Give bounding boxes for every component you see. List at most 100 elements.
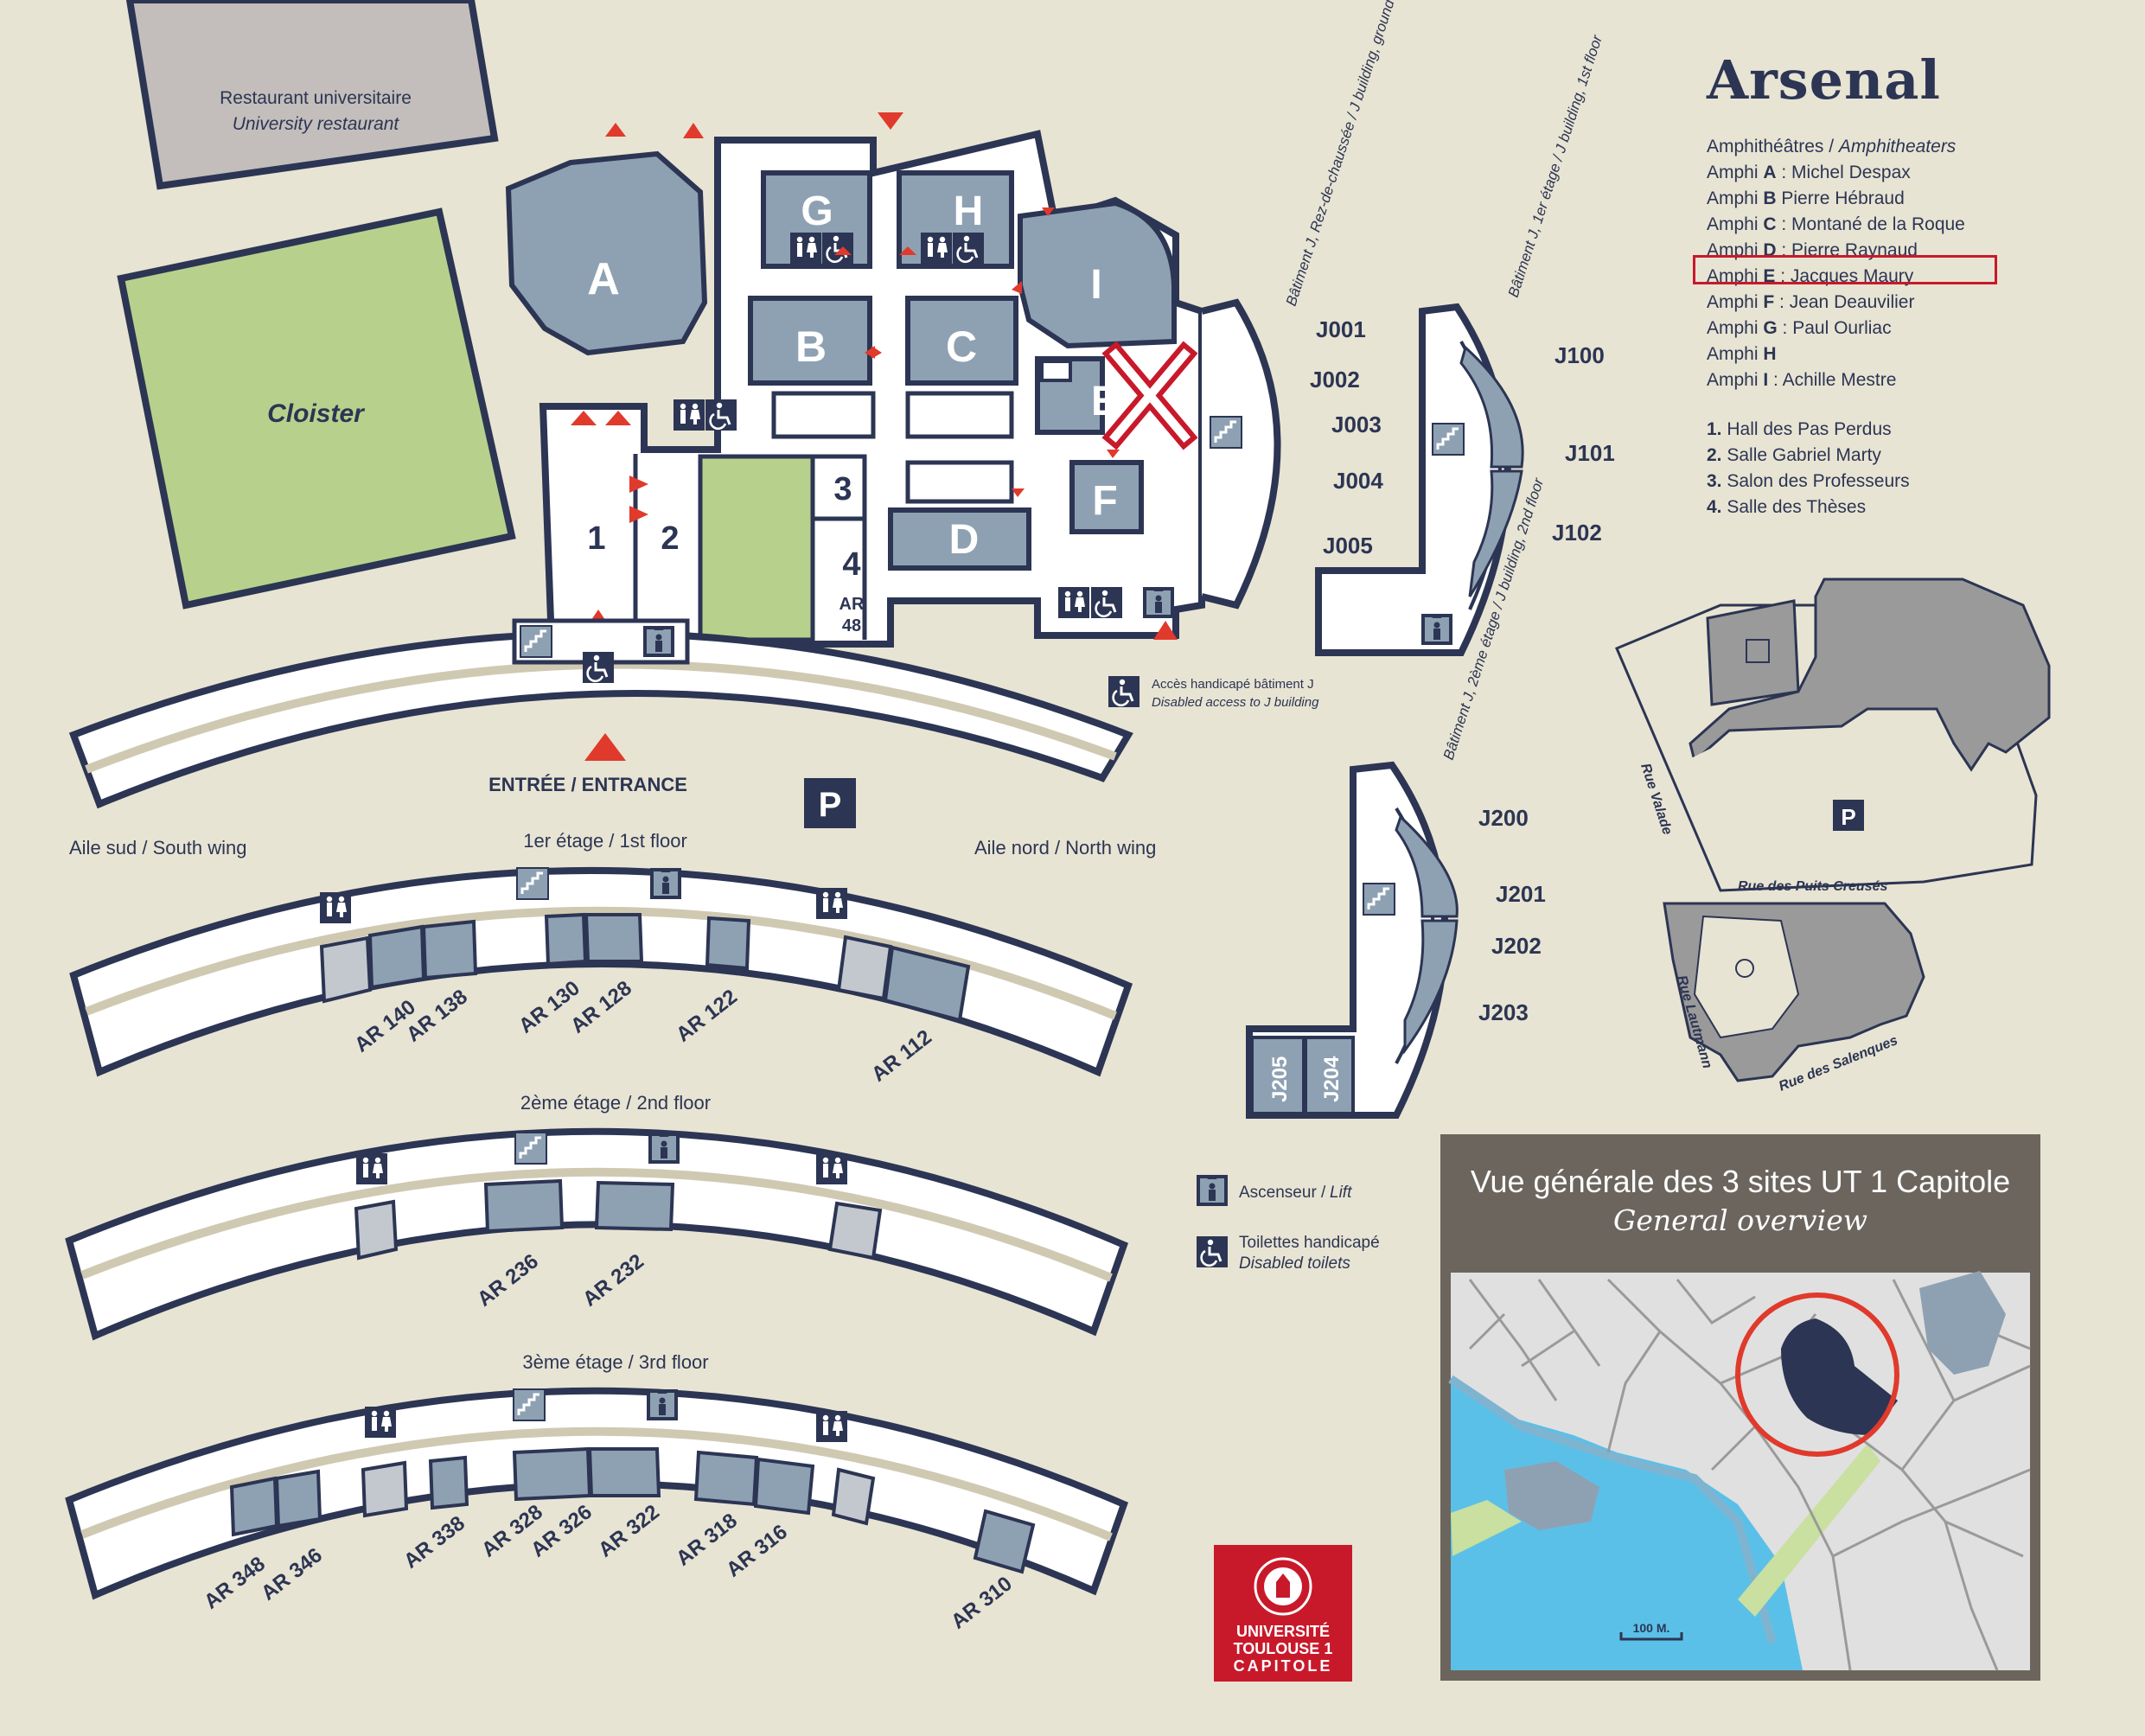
room-ar236: AR 236 — [473, 1249, 543, 1311]
svg-text:100 M.: 100 M. — [1633, 1621, 1670, 1635]
legend-amphi-b[interactable]: Amphi B Pierre Hébraud — [1707, 188, 1905, 208]
amphi-g-label: G — [801, 188, 833, 234]
room-ar346: AR 346 — [257, 1543, 327, 1605]
floor3-label: 3ème étage / 3rd floor — [522, 1351, 708, 1373]
svg-text:Accès handicapé bâtiment J: Accès handicapé bâtiment J — [1152, 677, 1314, 692]
svg-text:Ascenseur /: Ascenseur / — [1239, 1184, 1326, 1202]
overview-title: Vue générale des 3 sites UT 1 Capitole — [1470, 1164, 2011, 1199]
amphi-b-label: B — [795, 322, 827, 371]
amphi-i-room[interactable] — [1018, 200, 1177, 349]
legend-amphi-h[interactable]: Amphi H — [1707, 344, 1777, 364]
room-j102: J102 — [1552, 520, 1602, 546]
room-j002: J002 — [1310, 367, 1360, 393]
j-ground-floor-label: Bâtiment J, Rez-de-chaussée / J building… — [1283, 0, 1408, 308]
parking-marker: P — [804, 778, 856, 828]
site-plan: P Rue Valade Rue des Puits Creusés Rue L… — [1615, 578, 2051, 1095]
room-ar322: AR 322 — [594, 1500, 664, 1561]
svg-text:P: P — [1841, 804, 1855, 830]
legend-room-3[interactable]: 3. Salon des Professeurs — [1707, 471, 1910, 491]
amphi-c-label: C — [946, 322, 977, 371]
room-j201: J201 — [1496, 881, 1546, 907]
svg-text:Disabled toilets: Disabled toilets — [1239, 1254, 1350, 1273]
room-j101: J101 — [1565, 440, 1615, 466]
amphi-b-room[interactable] — [748, 296, 872, 386]
overview-map-panel: 100 M. — [1440, 1134, 2040, 1681]
scale-bar: 100 M. — [1619, 1621, 1683, 1641]
amphi-f-label: F — [1092, 478, 1117, 524]
floor1-wing — [69, 866, 1133, 1077]
floor3-wing — [65, 1387, 1129, 1600]
floor1-label: 1er étage / 1st floor — [523, 830, 687, 852]
amphi-d-room[interactable] — [888, 507, 1031, 571]
south-wing-label: Aile sud / South wing — [69, 837, 246, 858]
room-j100: J100 — [1554, 342, 1605, 368]
street-rue-puits: Rue des Puits Creusés — [1738, 879, 1888, 894]
svg-text:Disabled access to J building: Disabled access to J building — [1152, 695, 1319, 710]
amphi-a-label: A — [587, 254, 620, 304]
amphi-c-room[interactable] — [905, 296, 1018, 386]
arsenal-legend: Arsenal Amphithéâtres / Amphitheaters Am… — [1693, 48, 2018, 520]
disabled-access-note: Accès handicapé bâtiment J Disabled acce… — [1107, 674, 1319, 710]
room-ar232: AR 232 — [578, 1249, 648, 1311]
legend-room-4[interactable]: 4. Salle des Thèses — [1707, 497, 1867, 517]
j-first-floor-label: Bâtiment J, 1er étage / J building, 1st … — [1505, 32, 1606, 299]
overview-title-block: Vue générale des 3 sites UT 1 Capitole G… — [1444, 1134, 2037, 1269]
room-j001: J001 — [1316, 316, 1366, 342]
room-ar348: AR 348 — [200, 1552, 270, 1613]
room-48-label: 48 — [842, 616, 861, 635]
room-ar338: AR 338 — [399, 1511, 469, 1573]
room-ar112: AR 112 — [867, 1025, 936, 1087]
overview-subtitle: General overview — [1613, 1203, 1867, 1237]
legend-amphi-a[interactable]: Amphi A : Michel Despax — [1707, 163, 1911, 182]
room-j200: J200 — [1478, 805, 1529, 831]
room-j003: J003 — [1331, 412, 1382, 437]
svg-text:Lift: Lift — [1330, 1184, 1352, 1202]
amphi-d-label: D — [949, 517, 980, 563]
svg-text:Toilettes handicapé: Toilettes handicapé — [1239, 1234, 1380, 1252]
svg-text:TOULOUSE 1: TOULOUSE 1 — [1234, 1640, 1333, 1657]
room-3-label: 3 — [833, 471, 852, 507]
restaurant-label-fr: Restaurant universitaire — [220, 88, 412, 108]
university-logo: UNIVERSITÉ TOULOUSE 1 CAPITOLE — [1214, 1545, 1352, 1682]
legend-amphi-e[interactable]: Amphi E : Jacques Maury — [1707, 266, 1914, 286]
legend-amphi-c[interactable]: Amphi C : Montané de la Roque — [1707, 214, 1965, 234]
legend-room-2[interactable]: 2. Salle Gabriel Marty — [1707, 445, 1881, 465]
room-j204: J204 — [1320, 1056, 1344, 1102]
room-ar310: AR 310 — [947, 1572, 1017, 1633]
cloister-label: Cloister — [267, 399, 366, 428]
ground-floor-wing — [68, 618, 1133, 809]
amphi-a-room[interactable] — [505, 150, 708, 356]
room-j202: J202 — [1491, 933, 1542, 959]
room-j004: J004 — [1333, 468, 1383, 494]
entrance-label: ENTRÉE / ENTRANCE — [488, 774, 687, 795]
svg-text:CAPITOLE: CAPITOLE — [1234, 1657, 1333, 1675]
restaurant-label-en: University restaurant — [233, 114, 400, 134]
legend-amphi-i[interactable]: Amphi I : Achille Mestre — [1707, 370, 1897, 390]
amphi-e-label: E — [1091, 379, 1119, 424]
legend-room-1[interactable]: 1. Hall des Pas Perdus — [1707, 419, 1892, 439]
svg-text:P: P — [819, 786, 842, 824]
room-2-label: 2 — [661, 520, 679, 557]
amphi-i-label: I — [1090, 262, 1101, 308]
room-ar-label: AR — [839, 595, 865, 614]
inner-courtyard — [698, 454, 815, 642]
cloister: Cloister — [117, 207, 516, 610]
j-building-first-floor — [1315, 303, 1524, 656]
room-j205: J205 — [1268, 1056, 1292, 1102]
highlight-box-amphi-e — [1693, 255, 1997, 284]
icon-legend: Ascenseur / Lift Toilettes handicapé Dis… — [1195, 1175, 1380, 1273]
amphi-f-room[interactable] — [1069, 460, 1144, 534]
svg-text:UNIVERSITÉ: UNIVERSITÉ — [1236, 1622, 1330, 1640]
legend-amphi-f[interactable]: Amphi F : Jean Deauvilier — [1707, 292, 1915, 312]
j-building-second-floor — [1246, 761, 1459, 1119]
north-wing-label: Aile nord / North wing — [974, 837, 1156, 858]
room-4-label: 4 — [842, 546, 860, 583]
floor2-wing — [65, 1127, 1129, 1341]
amphi-h-label: H — [954, 188, 984, 234]
restaurant-building: Restaurant universitaire University rest… — [125, 0, 499, 190]
amphitheaters-heading: Amphithéâtres / Amphitheaters — [1707, 137, 1957, 156]
legend-amphi-g[interactable]: Amphi G : Paul Ourliac — [1707, 318, 1892, 338]
room-j005: J005 — [1323, 533, 1373, 558]
